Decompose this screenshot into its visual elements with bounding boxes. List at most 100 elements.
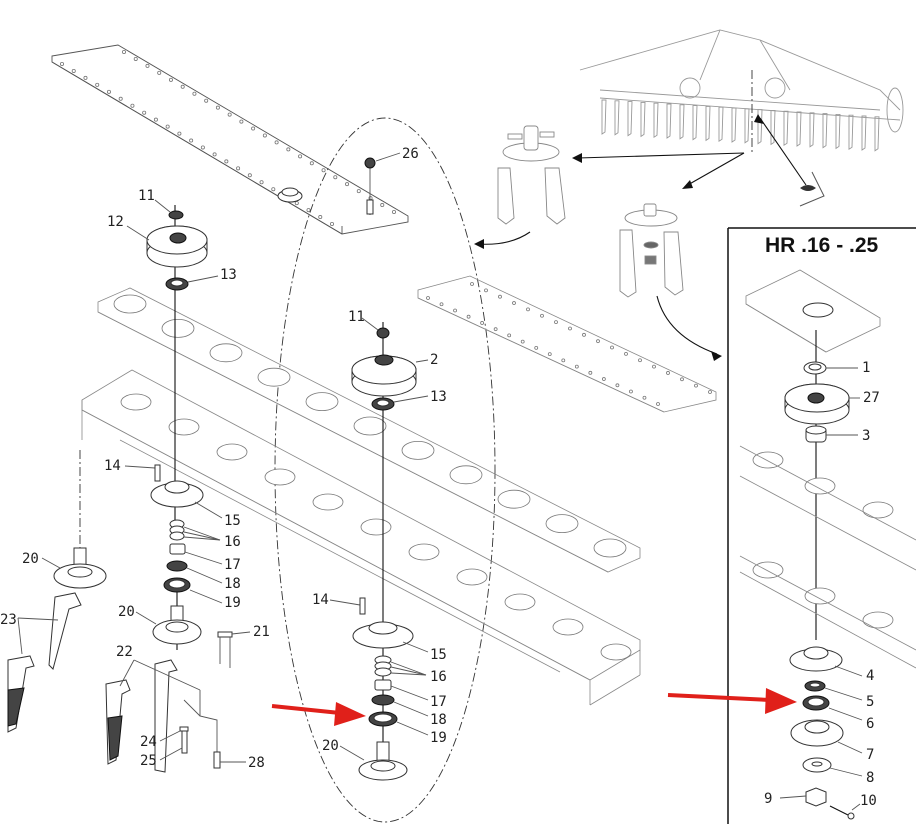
callout-15: 15 xyxy=(430,647,447,663)
callout-1: 1 xyxy=(862,360,870,376)
callout-19: 19 xyxy=(430,730,447,746)
callout-13: 13 xyxy=(220,267,237,283)
bolt-hole xyxy=(122,50,127,55)
machine-tine xyxy=(861,115,867,151)
bolt-hole xyxy=(168,77,173,82)
rotor-seat xyxy=(113,294,147,314)
callout-27: 27 xyxy=(863,390,880,406)
rotor-seat xyxy=(305,392,339,412)
callout-28: 28 xyxy=(248,755,265,771)
machine-tine xyxy=(848,114,854,151)
bolt-hole xyxy=(480,321,485,325)
machine-tine xyxy=(783,110,789,147)
bolt-hole xyxy=(666,371,670,375)
bolt-hole xyxy=(321,168,326,173)
rotor-seat xyxy=(504,593,536,611)
bolt-hole xyxy=(368,196,373,201)
bolt-hole xyxy=(200,145,205,150)
rotor-seat xyxy=(312,493,344,511)
bolt-hole xyxy=(512,301,516,305)
bolt-hole xyxy=(520,339,525,344)
callout-8: 8 xyxy=(866,770,874,786)
bolt-hole xyxy=(157,70,162,75)
callout-24: 24 xyxy=(140,734,157,750)
inset-title: HR .16 - .25 xyxy=(765,234,879,257)
callout-14: 14 xyxy=(104,458,121,474)
rotor-seat xyxy=(804,587,836,605)
rotor-seat xyxy=(552,618,584,636)
bolt-hole xyxy=(453,308,457,313)
callout-17: 17 xyxy=(224,557,241,573)
machine-tine xyxy=(835,113,841,150)
rotor-seat xyxy=(120,393,152,411)
callout-18: 18 xyxy=(430,712,447,728)
bolt-hole xyxy=(466,314,471,319)
gearbox-housing xyxy=(81,369,641,706)
rotor-seat xyxy=(168,418,200,436)
bolt-hole xyxy=(680,377,684,382)
bolt-hole xyxy=(306,208,311,213)
machine-tine xyxy=(653,102,659,139)
rotor-seat xyxy=(449,465,483,485)
view-eye-icon xyxy=(799,171,825,207)
callout-20: 20 xyxy=(322,738,339,754)
bolt-hole xyxy=(215,105,220,110)
callout-11: 11 xyxy=(348,309,365,325)
callout-15: 15 xyxy=(224,513,241,529)
bolt-hole xyxy=(484,288,488,293)
bolt-hole xyxy=(251,126,256,131)
bolt-hole xyxy=(426,296,430,300)
view-arrow xyxy=(759,117,807,186)
bolt-hole xyxy=(356,189,361,194)
callout-10: 10 xyxy=(860,793,877,809)
callout-4: 4 xyxy=(866,668,874,684)
callout-5: 5 xyxy=(866,694,874,710)
callout-18: 18 xyxy=(224,576,241,592)
bolt-hole xyxy=(189,138,194,143)
machine-tine xyxy=(627,101,633,137)
bolt-hole xyxy=(118,96,123,101)
bolt-hole xyxy=(83,75,88,80)
bolt-hole xyxy=(106,89,111,94)
callout-16: 16 xyxy=(430,669,447,685)
bolt-hole xyxy=(694,383,698,388)
rotor-seat xyxy=(752,451,784,469)
rotor-seat xyxy=(752,561,784,579)
bolt-hole xyxy=(247,173,252,178)
bolt-hole xyxy=(547,352,552,357)
bolt-hole xyxy=(236,166,241,171)
bolt-hole xyxy=(71,68,76,73)
red-arrow-inset xyxy=(667,688,797,714)
machine-tine xyxy=(666,103,672,139)
callout-2: 2 xyxy=(430,352,438,368)
bolt-hole xyxy=(493,327,498,332)
callout-25: 25 xyxy=(140,753,157,769)
bolt-hole xyxy=(652,364,656,369)
machine-tine xyxy=(744,108,750,144)
bolt-hole xyxy=(274,140,279,145)
bolt-hole xyxy=(439,302,444,307)
callout-19: 19 xyxy=(224,595,241,611)
bolt-hole xyxy=(540,313,544,318)
callout-6: 6 xyxy=(866,716,874,732)
callout-11: 11 xyxy=(138,188,155,204)
highlight-ellipse xyxy=(274,117,496,823)
bolt-hole xyxy=(596,339,600,344)
exploded-rotor-right xyxy=(619,203,684,298)
bolt-hole xyxy=(262,133,267,138)
bolt-hole xyxy=(391,209,396,214)
rotor-seat xyxy=(456,568,488,586)
bolt-hole xyxy=(227,112,232,117)
rotor-seat xyxy=(257,367,291,387)
bolt-hole xyxy=(286,147,291,152)
bolt-hole xyxy=(180,84,185,89)
bolt-hole xyxy=(568,326,572,331)
bolt-hole xyxy=(642,395,647,400)
bolt-hole xyxy=(615,383,620,388)
machine-tine xyxy=(796,111,802,147)
bolt-hole xyxy=(624,351,628,356)
red-arrow-central xyxy=(271,702,366,726)
bolt-hole xyxy=(239,119,244,124)
bolt-hole xyxy=(165,124,170,129)
rotor-plate xyxy=(97,287,641,573)
